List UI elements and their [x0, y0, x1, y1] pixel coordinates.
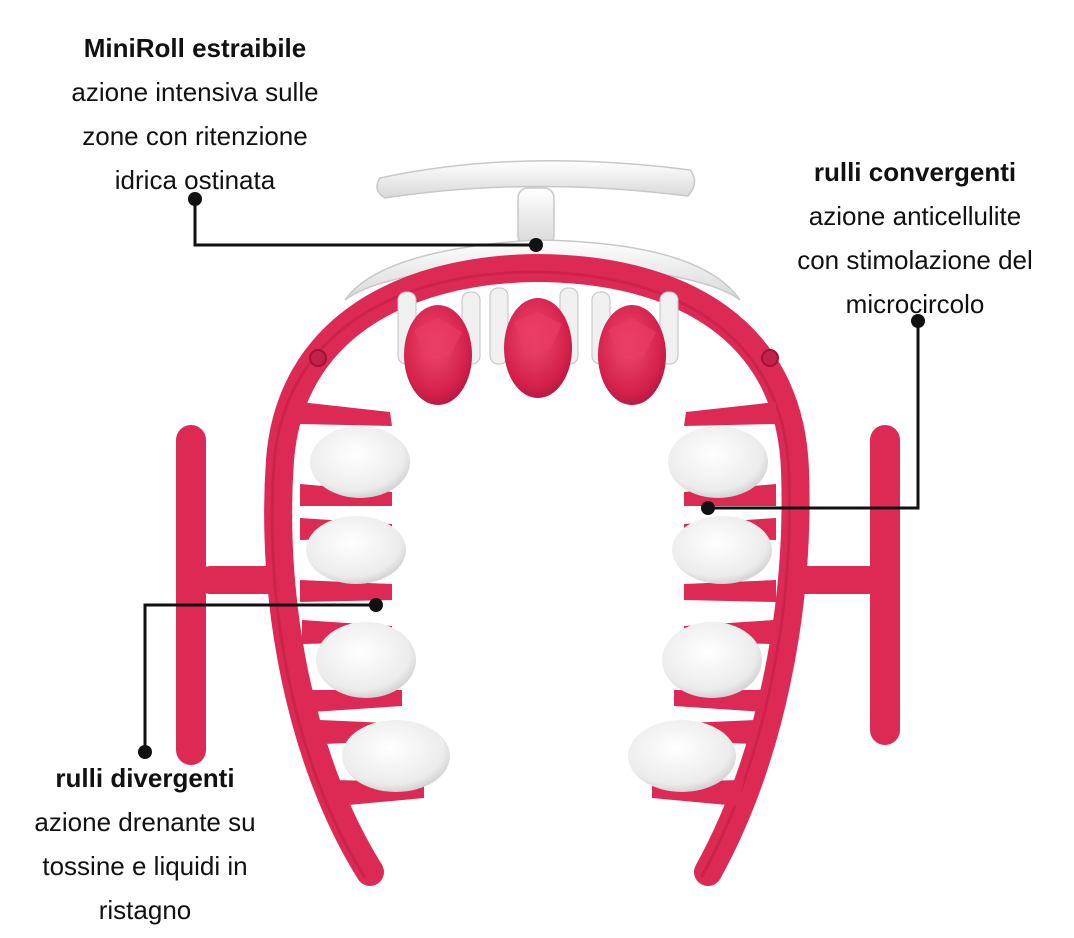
callout-convergenti-line-2: con stimolazione del	[797, 245, 1033, 275]
callout-miniroll-title: MiniRoll estraibile	[83, 33, 307, 63]
callout-convergenti-line-3: microcircolo	[845, 289, 985, 319]
callout-divergenti-title: rulli divergenti	[55, 763, 235, 793]
callout-convergenti: rulli convergenti azione anticellulite c…	[755, 150, 1074, 326]
leader-divergenti	[138, 598, 383, 759]
callout-miniroll-line-2: zone con ritenzione	[82, 121, 308, 151]
callout-divergenti-line-2: tossine e liquidi in	[42, 851, 248, 881]
miniroll-rollers	[397, 287, 679, 405]
right-side-handle	[790, 425, 900, 745]
left-rollers	[300, 402, 450, 806]
leader-convergenti	[701, 314, 925, 515]
leader-miniroll	[188, 192, 543, 252]
callout-divergenti: rulli divergenti azione drenante su toss…	[0, 756, 290, 932]
callout-divergenti-line-3: ristagno	[98, 895, 192, 925]
callout-divergenti-line-1: azione drenante su	[34, 807, 256, 837]
callout-miniroll: MiniRoll estraibile azione intensiva sul…	[20, 26, 370, 202]
callout-miniroll-line-1: azione intensiva sulle	[71, 77, 319, 107]
callout-convergenti-line-1: azione anticellulite	[808, 201, 1022, 231]
right-rollers	[628, 402, 776, 806]
red-frame	[264, 253, 810, 886]
callout-miniroll-line-3: idrica ostinata	[114, 165, 276, 195]
miniroll-handle	[376, 159, 696, 247]
callout-convergenti-title: rulli convergenti	[813, 157, 1017, 187]
